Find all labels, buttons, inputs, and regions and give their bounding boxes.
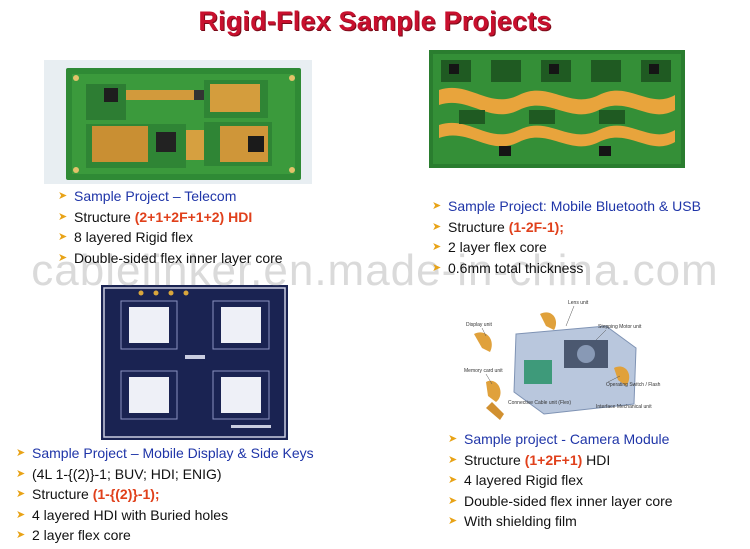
list-item: ➤ 2 layer flex core: [16, 525, 314, 546]
spec-text: Double-sided flex inner layer core: [464, 492, 673, 509]
operating-switch-label: Operating Switch / Flash: [606, 382, 661, 388]
arrow-bullet-icon: ➤: [16, 467, 26, 480]
interface-mechanical-label: Interface Mechanical unit: [596, 404, 652, 410]
arrow-bullet-icon: ➤: [58, 190, 68, 202]
arrow-bullet-icon: ➤: [432, 261, 442, 274]
spec-text: 4 layered HDI with Buried holes: [32, 506, 229, 523]
display-board-image: [101, 285, 288, 440]
spec-text: With shielding film: [464, 513, 577, 529]
arrow-bullet-icon: ➤: [432, 220, 442, 233]
list-item: ➤ (4L 1-{(2)}-1; BUV; HDI; ENIG): [16, 464, 314, 485]
spec-text: Double-sided flex inner layer core: [74, 249, 283, 266]
structure-value: (1-{(2)}-1);: [92, 486, 160, 502]
spec-text: 2 layer flex core: [32, 527, 131, 543]
arrow-bullet-icon: ➤: [432, 200, 442, 212]
list-item: ➤ With shielding film: [448, 511, 673, 532]
spec-text: 0.6mm total thickness: [448, 259, 584, 276]
list-item: ➤ Structure (1-{(2)}-1);: [16, 484, 314, 505]
camera-module-diagram: Lens unit Display unit Stepping Motor un…: [456, 296, 676, 426]
list-item: ➤ 8 layered Rigid flex: [58, 227, 283, 248]
arrow-bullet-icon: ➤: [58, 251, 68, 264]
list-item: ➤ Structure (1+2F+1) HDI: [448, 450, 673, 471]
page-title: Rigid-Flex Sample Projects: [198, 6, 552, 36]
arrow-bullet-icon: ➤: [16, 508, 26, 521]
camera-module-image: Lens unit Display unit Stepping Motor un…: [456, 296, 676, 426]
watermark: cablelinker.en.made-in-china.com: [31, 246, 719, 295]
arrow-bullet-icon: ➤: [448, 433, 458, 445]
display-board-photo: [101, 285, 288, 440]
list-item: ➤ Sample Project – Mobile Display & Side …: [16, 443, 314, 464]
list-item: ➤ Sample Project: Mobile Bluetooth & USB: [432, 196, 701, 217]
bluetooth-board-photo: [429, 50, 685, 168]
arrow-bullet-icon: ➤: [448, 515, 458, 527]
list-item: ➤ Sample project - Camera Module: [448, 429, 673, 450]
structure-value: (2+1+2F+1+2) HDI: [134, 208, 253, 225]
project-name: Sample Project: Mobile Bluetooth & USB: [448, 198, 701, 214]
structure-value: (1+2F+1): [524, 451, 583, 468]
list-item: ➤ 4 layered HDI with Buried holes: [16, 505, 314, 526]
camera-bullet-list: ➤ Sample project - Camera Module ➤ Structu…: [448, 429, 673, 532]
bluetooth-board-image: [429, 50, 685, 168]
spec-text: (4L 1-{(2)}-1; BUV; HDI; ENIG): [32, 465, 222, 482]
project-name: Sample Project – Mobile Display & Side K…: [32, 445, 314, 461]
arrow-bullet-icon: ➤: [16, 447, 26, 459]
telecom-board-photo: [44, 60, 312, 184]
structure-label: Structure: [32, 486, 93, 502]
structure-label: Structure: [464, 451, 525, 468]
spec-text: 8 layered Rigid flex: [74, 229, 194, 245]
display-unit-label: Display unit: [466, 322, 492, 328]
arrow-bullet-icon: ➤: [58, 210, 68, 223]
telecom-bullet-list: ➤ Sample Project – Telecom ➤ Structure (2+…: [58, 186, 283, 268]
memory-card-label: Memory card unit: [464, 368, 503, 374]
spec-text: 4 layered Rigid flex: [464, 472, 584, 488]
list-item: ➤ Structure (2+1+2F+1+2) HDI: [58, 207, 283, 228]
arrow-bullet-icon: ➤: [448, 494, 458, 507]
structure-label: Structure: [74, 208, 135, 225]
structure-suffix: HDI: [582, 451, 611, 468]
structure-label: Structure: [448, 218, 509, 235]
arrow-bullet-icon: ➤: [448, 474, 458, 486]
list-item: ➤ 2 layer flex core: [432, 237, 701, 258]
list-item: ➤ Double-sided flex inner layer core: [448, 491, 673, 512]
list-item: ➤ 4 layered Rigid flex: [448, 470, 673, 491]
spec-text: 2 layer flex core: [448, 239, 547, 255]
list-item: ➤ Double-sided flex inner layer core: [58, 248, 283, 269]
structure-value: (1-2F-1);: [508, 218, 564, 235]
list-item: ➤ Sample Project – Telecom: [58, 186, 283, 207]
project-name: Sample project - Camera Module: [464, 431, 670, 447]
project-name: Sample Project – Telecom: [74, 188, 237, 204]
arrow-bullet-icon: ➤: [16, 488, 26, 500]
arrow-bullet-icon: ➤: [16, 529, 26, 541]
list-item: ➤ Structure (1-2F-1);: [432, 217, 701, 238]
telecom-board-image: [44, 60, 312, 184]
arrow-bullet-icon: ➤: [448, 453, 458, 466]
arrow-bullet-icon: ➤: [432, 241, 442, 253]
arrow-bullet-icon: ➤: [58, 231, 68, 243]
display-bullet-list: ➤ Sample Project – Mobile Display & Side …: [16, 443, 314, 546]
lens-unit-label: Lens unit: [568, 300, 589, 306]
bluetooth-bullet-list: ➤Sample Project: Mobile Bluetooth & USB …: [432, 196, 701, 278]
connective-cable-label: Connective Cable unit (Flex): [508, 400, 571, 406]
list-item: ➤ 0.6mm total thickness: [432, 258, 701, 279]
stepping-motor-label: Stepping Motor unit: [598, 324, 642, 330]
